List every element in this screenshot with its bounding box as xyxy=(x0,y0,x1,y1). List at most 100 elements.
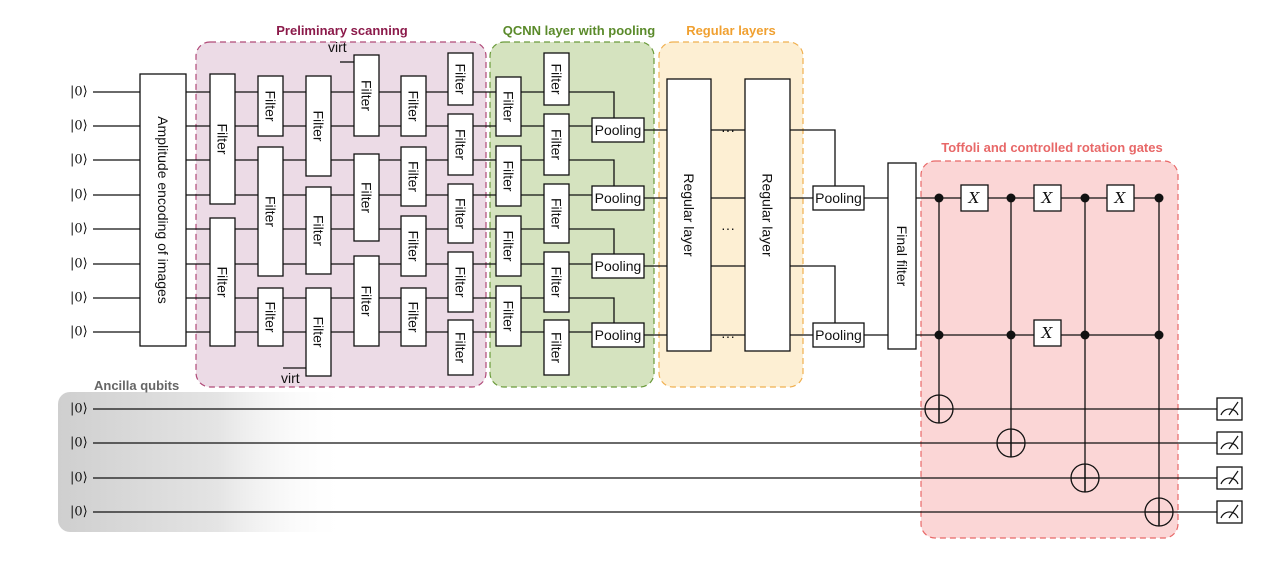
ellipsis: ··· xyxy=(721,328,735,344)
control-dot-icon xyxy=(934,330,944,340)
filter-gate-label: Filter xyxy=(215,123,231,154)
filter-gate xyxy=(305,75,332,177)
ket-zero: |0⟩ xyxy=(70,471,88,486)
measurement-meter-icon xyxy=(1216,500,1243,524)
filter-gate xyxy=(400,146,427,207)
ket-zero: |0⟩ xyxy=(70,222,88,237)
filter-gate xyxy=(257,287,284,347)
filter-gate-label: Filter xyxy=(549,332,565,363)
final-filter-box-label: Final filter xyxy=(894,226,910,287)
pooling-gate xyxy=(591,322,645,348)
filter-gate xyxy=(209,217,236,347)
filter-gate xyxy=(447,183,474,244)
pooling-gate-label: Pooling xyxy=(595,258,642,274)
ket-zero: |0⟩ xyxy=(70,325,88,340)
pooling-gate-label: Pooling xyxy=(595,190,642,206)
pooling-gate xyxy=(591,253,645,279)
filter-gate xyxy=(543,183,570,244)
filter-gate xyxy=(305,186,332,275)
x-gate xyxy=(1106,184,1135,212)
x-gate xyxy=(1033,319,1062,347)
regular-title: Regular layers xyxy=(686,23,776,38)
control-dot-icon xyxy=(1080,193,1090,203)
filter-gate xyxy=(495,285,522,347)
pool-wire xyxy=(568,159,615,186)
filter-gate xyxy=(447,251,474,313)
circuit-wires xyxy=(93,61,1217,526)
filter-gate xyxy=(400,287,427,347)
filter-gate-label: Filter xyxy=(311,215,327,246)
x-gate-label: X xyxy=(1041,189,1054,207)
control-dot-icon xyxy=(1080,330,1090,340)
filter-gate-label: Filter xyxy=(263,90,279,121)
ket-zero: |0⟩ xyxy=(70,257,88,272)
filter-gate-label: Filter xyxy=(406,230,422,261)
filter-gate xyxy=(495,145,522,207)
filter-gate-label: Filter xyxy=(549,198,565,229)
pooling-gate-label: Pooling xyxy=(815,327,862,343)
pool-wire xyxy=(568,91,615,118)
x-gate xyxy=(960,184,989,212)
filter-gate-label: Filter xyxy=(501,300,517,331)
control-dot-icon xyxy=(1154,193,1164,203)
filter-gate xyxy=(257,75,284,137)
x-gate-label: X xyxy=(1041,324,1054,342)
ket-zero: |0⟩ xyxy=(70,119,88,134)
preliminary-panel xyxy=(195,41,487,388)
x-gate-label: X xyxy=(1114,189,1127,207)
ket-zero: |0⟩ xyxy=(70,291,88,306)
filter-gate-label: Filter xyxy=(549,129,565,160)
filter-gate xyxy=(400,75,427,137)
filter-gate xyxy=(543,52,570,106)
preliminary-title: Preliminary scanning xyxy=(276,23,408,38)
filter-gate-label: Filter xyxy=(311,316,327,347)
regular-layer-box-label: Regular layer xyxy=(681,173,697,257)
regular-layer-box-label: Regular layer xyxy=(760,173,776,257)
toffoli-panel xyxy=(920,160,1179,539)
x-gate-label: X xyxy=(968,189,981,207)
filter-gate-label: Filter xyxy=(406,90,422,121)
ket-zero: |0⟩ xyxy=(70,505,88,520)
filter-gate xyxy=(353,255,380,347)
virt-label: virt xyxy=(281,370,300,386)
filter-gate-label: Filter xyxy=(215,266,231,297)
filter-gate xyxy=(447,113,474,176)
pooling-gate xyxy=(812,322,865,348)
regular-layer-box xyxy=(744,78,791,352)
amplitude-encoding-box xyxy=(139,73,187,347)
measurement-meter-icon xyxy=(1216,431,1243,455)
control-dot-icon xyxy=(1006,330,1016,340)
virt-label: virt xyxy=(328,39,347,55)
filter-gate-label: Filter xyxy=(311,110,327,141)
filter-gate xyxy=(353,54,380,137)
filter-gate-label: Filter xyxy=(263,196,279,227)
filter-gate-label: Filter xyxy=(453,332,469,363)
filter-gate xyxy=(543,319,570,376)
filter-gate xyxy=(543,113,570,176)
ket-zero: |0⟩ xyxy=(70,436,88,451)
x-gate xyxy=(1033,184,1062,212)
pool-wire xyxy=(790,265,836,323)
final-filter-box xyxy=(887,162,917,350)
control-dot-icon xyxy=(1006,193,1016,203)
filter-gate xyxy=(447,52,474,106)
ket-zero: |0⟩ xyxy=(70,153,88,168)
ancilla-title: Ancilla qubits xyxy=(94,378,179,393)
filter-gate-label: Filter xyxy=(359,182,375,213)
regular-layer-box xyxy=(666,78,712,352)
filter-gate-label: Filter xyxy=(549,266,565,297)
amplitude-encoding-box-label: Amplitude encoding of images xyxy=(155,116,171,304)
filter-gate xyxy=(447,319,474,376)
pool-wire xyxy=(568,228,615,254)
filter-gate-label: Filter xyxy=(359,80,375,111)
filter-gate-label: Filter xyxy=(263,301,279,332)
filter-gate-label: Filter xyxy=(359,285,375,316)
control-dot-icon xyxy=(934,193,944,203)
measurement-meter-icon xyxy=(1216,397,1243,421)
filter-gate xyxy=(543,251,570,313)
filter-gate-label: Filter xyxy=(501,160,517,191)
qubit-labels: |0⟩|0⟩|0⟩|0⟩|0⟩|0⟩|0⟩|0⟩|0⟩|0⟩|0⟩|0⟩virt… xyxy=(70,39,347,520)
pooling-gate-label: Pooling xyxy=(595,122,642,138)
qcnn-title: QCNN layer with pooling xyxy=(503,23,655,38)
